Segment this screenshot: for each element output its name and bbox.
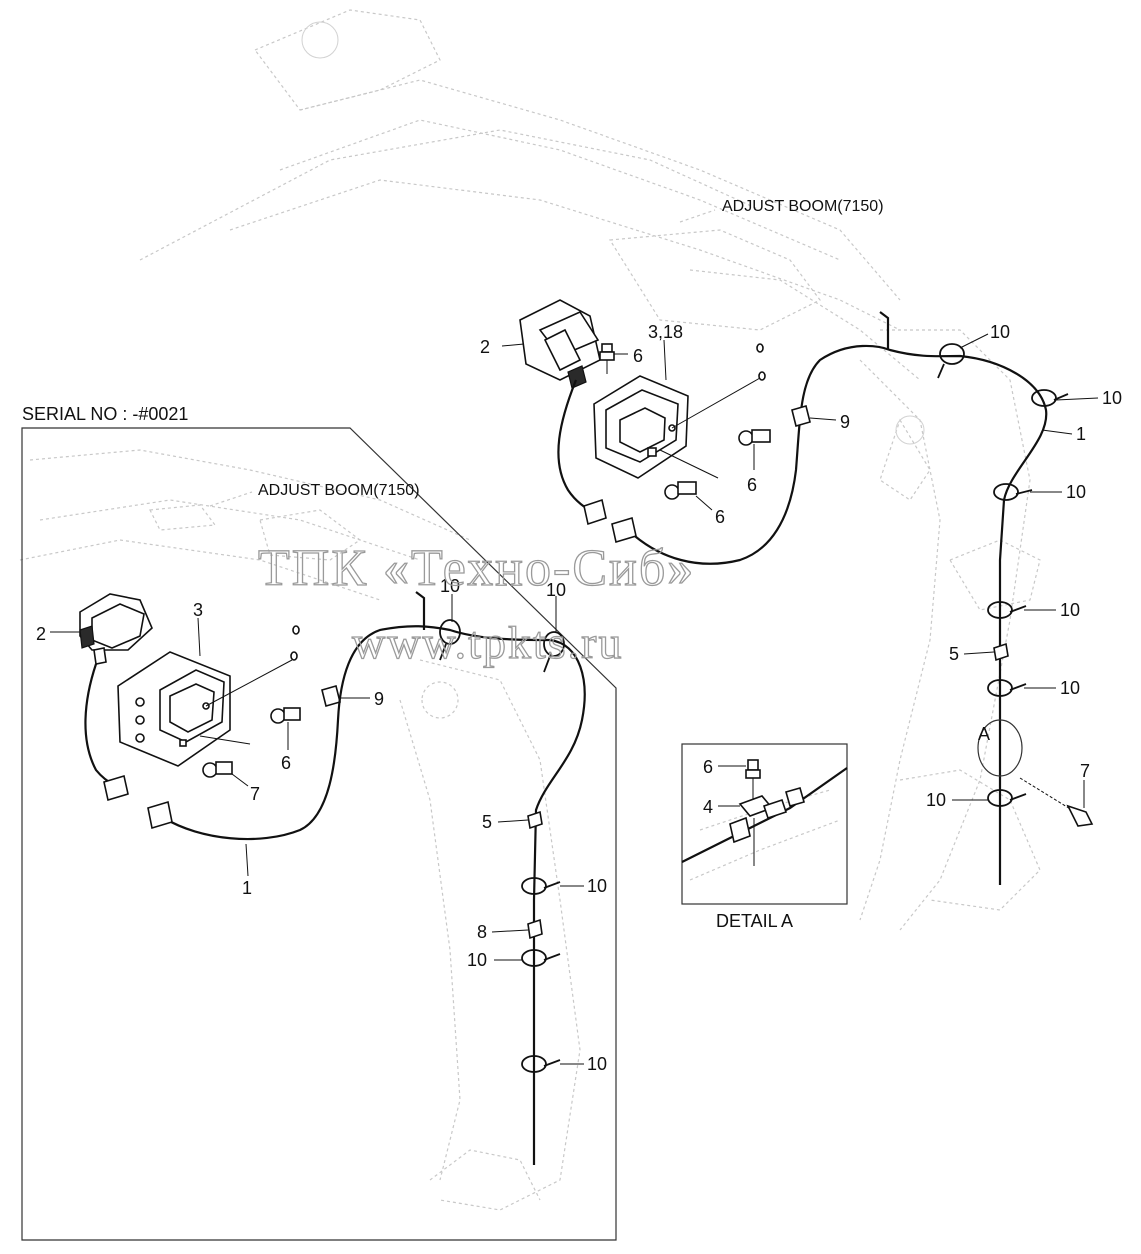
serial-frame <box>21 427 617 1241</box>
clamp-r5-right <box>987 789 1027 807</box>
clip-5-right <box>993 642 1009 662</box>
clamp-r1-right <box>1031 389 1069 407</box>
screw-7-left <box>202 761 233 778</box>
callout-right-5: 5 <box>949 644 959 664</box>
detail-a-bolt <box>745 759 761 800</box>
watermark-company: ТПК «Техно-Сиб» <box>258 540 695 597</box>
callout-left-2: 2 <box>36 624 46 644</box>
bolt-6-left <box>270 707 301 724</box>
callout-right-10-r4: 10 <box>1060 678 1080 698</box>
clamp-d-left <box>521 949 561 967</box>
callout-right-6-low: 6 <box>715 507 725 527</box>
boom-ghost-outline-right <box>139 9 1041 931</box>
clip-8-left <box>527 918 543 940</box>
callout-left-6: 6 <box>281 753 291 773</box>
detail-a-connector-left <box>729 816 755 866</box>
detail-a-wire <box>681 767 848 863</box>
callout-detail-6: 6 <box>703 757 713 777</box>
callout-right-10-top: 10 <box>990 322 1010 342</box>
adjust-boom-label-right: ADJUST BOOM(7150) <box>722 198 884 215</box>
detail-a-bracket <box>738 795 788 820</box>
clamp-a-left <box>439 619 461 661</box>
clip-9-right <box>791 405 811 427</box>
boom-ghost-outline-left <box>19 449 581 1211</box>
callout-right-10-r1: 10 <box>1102 388 1122 408</box>
work-lamp-left <box>79 593 153 665</box>
connector-a-left <box>103 774 129 802</box>
serial-number-label: SERIAL NO : -#0021 <box>22 404 188 424</box>
detail-a-marker-label: A <box>978 724 990 744</box>
callout-left-10-e: 10 <box>587 1054 607 1074</box>
detail-a-connector-right <box>785 787 805 807</box>
clamp-top-right <box>937 343 965 379</box>
connector-a-right <box>583 498 607 526</box>
bolt-mid-right <box>738 429 771 446</box>
mount-holes-left <box>290 625 300 661</box>
screw-7-right <box>1019 777 1094 827</box>
callout-right-2: 2 <box>480 337 490 357</box>
callout-left-10-c: 10 <box>587 876 607 896</box>
watermark-site: www.tpkts.ru <box>352 617 623 668</box>
clamp-r4-right <box>987 679 1027 697</box>
callout-left-3: 3 <box>193 600 203 620</box>
wire-branch-left <box>415 591 426 630</box>
detail-a-box <box>681 743 848 905</box>
clip-9-left <box>321 685 341 707</box>
callout-left-10-d: 10 <box>467 950 487 970</box>
clamp-c-left <box>521 877 561 895</box>
detail-a-marker-circle: A <box>977 719 1023 777</box>
callout-right-6-top: 6 <box>633 346 643 366</box>
clamp-b-left <box>543 631 565 673</box>
callout-right-7: 7 <box>1080 761 1090 781</box>
callout-right-10-r2: 10 <box>1066 482 1086 502</box>
wire-branch-right <box>879 311 890 350</box>
callout-detail-4: 4 <box>703 797 713 817</box>
callout-right-3-18: 3,18 <box>648 322 683 342</box>
bolt-low-right <box>664 481 697 500</box>
mount-holes-right <box>756 343 766 381</box>
clip-5-left <box>527 810 543 830</box>
clamp-r2-right <box>993 483 1033 501</box>
adjust-boom-label-left: ADJUST BOOM(7150) <box>258 482 420 499</box>
callout-left-9: 9 <box>374 689 384 709</box>
clamp-e-left <box>521 1055 561 1073</box>
lamp-cover-left <box>117 651 231 767</box>
callout-left-8: 8 <box>477 922 487 942</box>
callout-right-9: 9 <box>840 412 850 432</box>
detail-a-caption: DETAIL A <box>716 911 793 931</box>
callout-left-5: 5 <box>482 812 492 832</box>
bolt-top-right <box>599 343 615 374</box>
connector-b-left <box>147 800 173 830</box>
callout-left-1: 1 <box>242 878 252 898</box>
callout-right-1: 1 <box>1076 424 1086 444</box>
clamp-r3-right <box>987 601 1027 619</box>
callout-right-10-r3: 10 <box>1060 600 1080 620</box>
callout-left-10-b: 10 <box>546 580 566 600</box>
work-lamp-right <box>519 299 601 389</box>
callout-left-7: 7 <box>250 784 260 804</box>
callout-left-10-a: 10 <box>440 576 460 596</box>
callout-right-10-r5: 10 <box>926 790 946 810</box>
connector-b-right <box>611 516 637 544</box>
callout-right-6-mid: 6 <box>747 475 757 495</box>
